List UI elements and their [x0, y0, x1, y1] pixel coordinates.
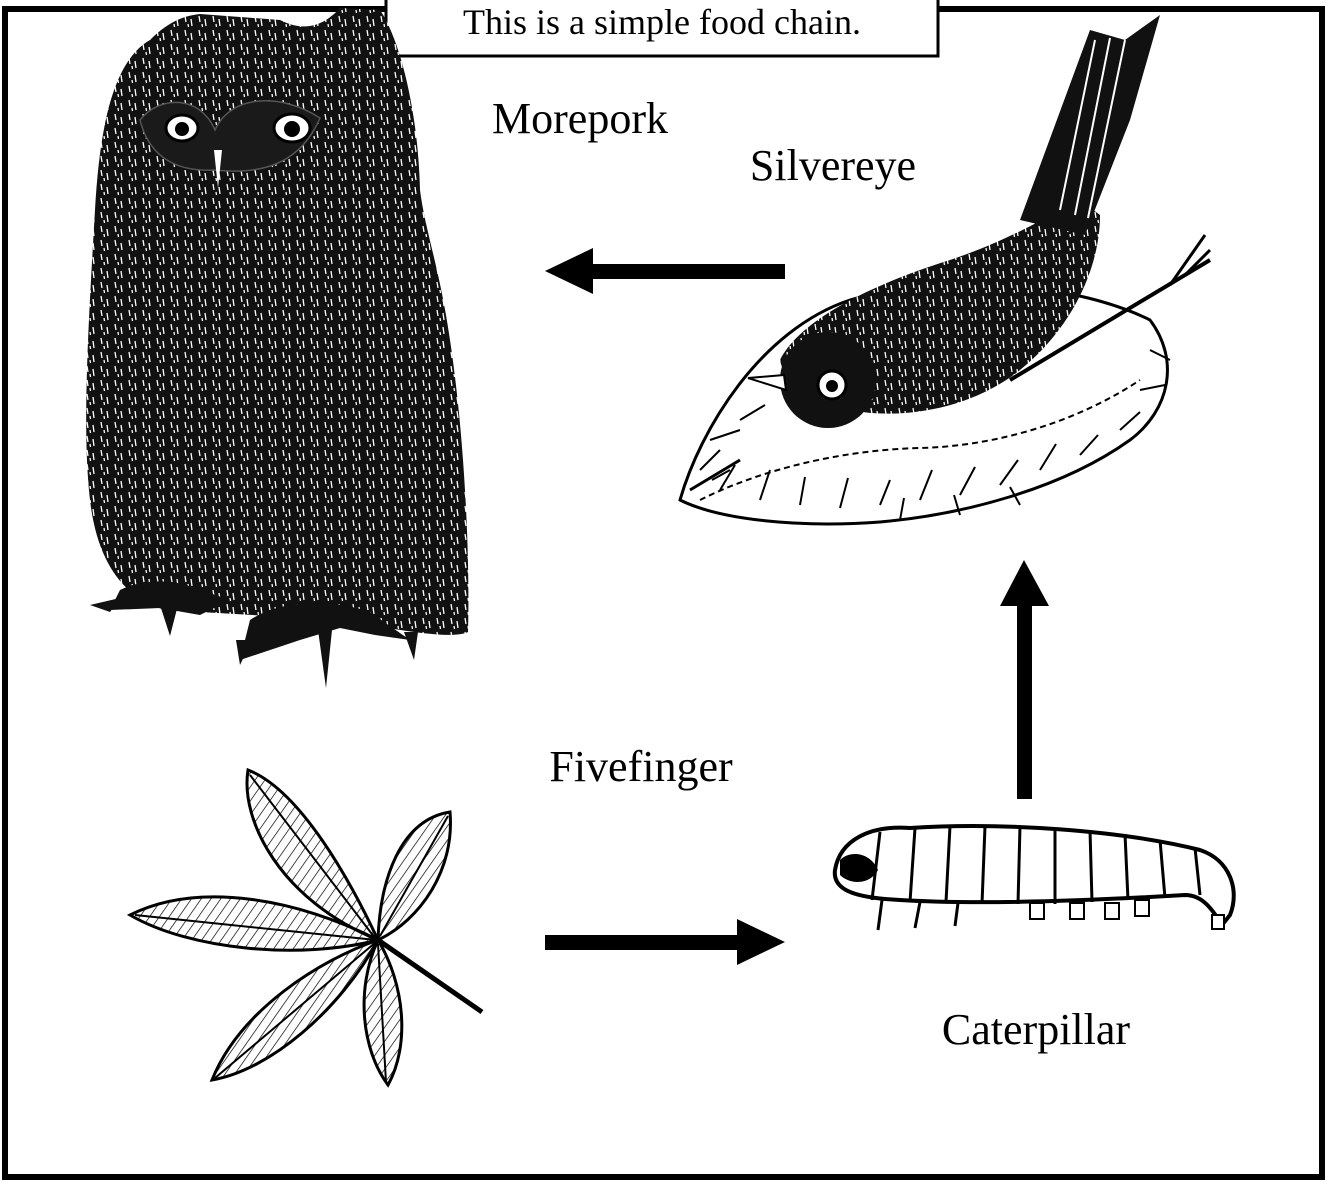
diagram-title: This is a simple food chain. [463, 2, 861, 42]
morepork-icon [86, 8, 468, 688]
silvereye-label: Silvereye [750, 141, 916, 190]
title-box: This is a simple food chain. [386, 0, 938, 56]
caterpillar-label: Caterpillar [942, 1005, 1130, 1054]
fivefinger-label: Fivefinger [549, 742, 733, 791]
morepork-label: Morepork [492, 94, 668, 143]
